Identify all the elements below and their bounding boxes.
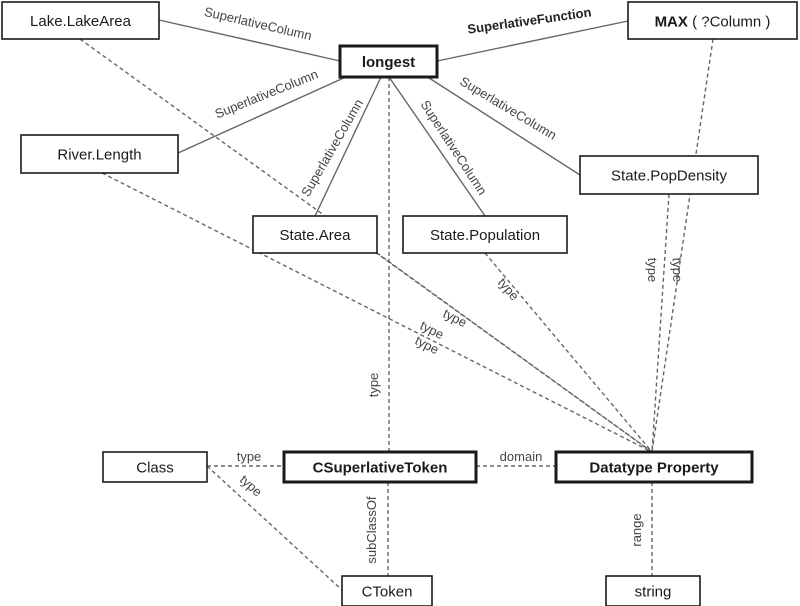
node-label: CSuperlativeToken: [313, 460, 448, 477]
edge-label-superlativecolumn: SuperlativeColumn: [418, 97, 490, 197]
edge-label-type: type: [237, 449, 262, 464]
node-state-population[interactable]: State.Population: [402, 215, 568, 254]
edge-longest-lake_area: [158, 19, 341, 62]
edge-label-type: type: [645, 258, 660, 283]
edge-label-type: type: [366, 373, 381, 398]
edge-class-ctoken: [206, 465, 343, 591]
edge-longest-river_length: [177, 75, 349, 154]
node-datatype-property[interactable]: Datatype Property: [554, 450, 754, 484]
node-label: Class: [136, 460, 174, 477]
node-box: [341, 575, 433, 606]
node-csuperlative[interactable]: CSuperlativeToken: [282, 450, 478, 484]
edge-label-type: type: [670, 257, 686, 282]
node-label: State.Area: [280, 227, 352, 244]
edge-river_length-datatype_property: [101, 172, 653, 453]
edge-label-type: type: [237, 472, 265, 500]
node-box: [579, 155, 759, 195]
node-class[interactable]: Class: [102, 451, 208, 483]
edge-label-type: type: [441, 306, 470, 331]
node-ctoken[interactable]: CToken: [341, 575, 433, 606]
node-longest[interactable]: longest: [338, 44, 439, 79]
node-max[interactable]: MAX ( ?Column ): [627, 1, 798, 40]
node-state-area[interactable]: State.Area: [252, 215, 378, 254]
edge-longest-max: [436, 20, 629, 62]
node-label: MAX ( ?Column ): [655, 13, 771, 30]
node-label: Lake.LakeArea: [30, 13, 132, 30]
node-string[interactable]: string: [605, 575, 701, 606]
node-box: [554, 450, 754, 484]
edge-state_popdensity-datatype_property: [651, 193, 670, 453]
edge-label-superlativecolumn: SuperlativeColumn: [298, 96, 366, 199]
node-box: [20, 134, 179, 174]
node-label: string: [635, 584, 672, 601]
node-box: [102, 451, 208, 483]
node-box: [1, 1, 160, 40]
edge-label-superlativecolumn: SuperlativeColumn: [457, 73, 559, 142]
node-box: [605, 575, 701, 606]
node-label: CToken: [362, 584, 413, 601]
node-river-length[interactable]: River.Length: [20, 134, 179, 174]
node-label: State.Population: [430, 227, 540, 244]
node-state-popdensity[interactable]: State.PopDensity: [579, 155, 759, 195]
node-box: [252, 215, 378, 254]
node-lake-area[interactable]: Lake.LakeArea: [1, 1, 160, 40]
edge-label-range: range: [629, 513, 644, 546]
node-label: longest: [362, 54, 415, 71]
edge-label-type: type: [495, 275, 522, 303]
edge-label-subclassof: subClassOf: [364, 496, 379, 564]
edge-state_population-datatype_property: [484, 252, 653, 453]
edge-label-superlativecolumn: SuperlativeColumn: [203, 4, 313, 43]
edge-state_area-datatype_property: [376, 252, 653, 453]
edge-longest-state_population: [388, 76, 486, 217]
node-box: [627, 1, 798, 40]
node-label: River.Length: [57, 147, 141, 164]
edge-longest-state_popdensity: [425, 75, 581, 176]
node-box: [338, 44, 439, 79]
edges-layer: [79, 19, 714, 591]
node-box: [282, 450, 478, 484]
edge-max-datatype_property: [651, 38, 714, 453]
edge-label-domain: domain: [500, 449, 543, 464]
node-box: [402, 215, 568, 254]
node-label: State.PopDensity: [611, 168, 727, 185]
node-label: Datatype Property: [589, 460, 719, 477]
edge-longest-state_area: [314, 76, 382, 217]
